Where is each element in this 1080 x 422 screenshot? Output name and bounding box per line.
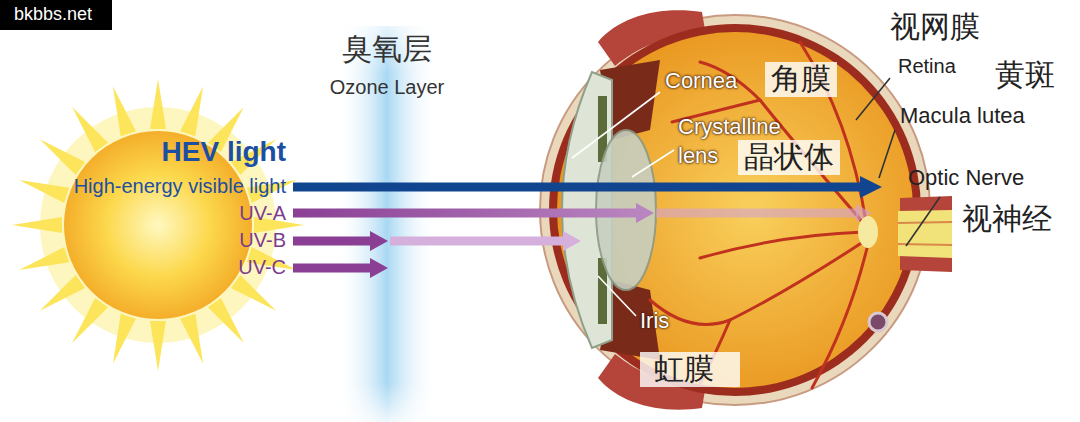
vessel bbox=[700, 232, 864, 258]
vessel bbox=[812, 244, 868, 388]
leader-line bbox=[598, 276, 636, 316]
sun-ray bbox=[180, 84, 211, 136]
uva-arrow-faded bbox=[656, 209, 858, 218]
light-label: UV-A bbox=[239, 202, 286, 225]
optic-nerve-shape bbox=[898, 210, 952, 258]
layer-name: Ozone Layer bbox=[330, 76, 445, 99]
sun-ray bbox=[231, 275, 281, 317]
light-label: UV-C bbox=[238, 256, 286, 279]
part-label: 黄斑 bbox=[995, 58, 1055, 93]
light-label: HEV light bbox=[162, 136, 286, 168]
uva-arrow bbox=[293, 209, 638, 218]
sun-ray bbox=[150, 79, 166, 129]
part-label: 虹膜 bbox=[640, 352, 740, 387]
optic-disc bbox=[858, 216, 878, 248]
nerve-stripe bbox=[898, 222, 952, 245]
uvb-arrow-faded bbox=[390, 237, 565, 246]
leader-lines bbox=[572, 92, 674, 316]
light-label: UV-B bbox=[239, 229, 286, 252]
leader-line bbox=[879, 130, 895, 178]
leader-line bbox=[572, 92, 660, 158]
sun-ray bbox=[105, 84, 136, 136]
part-label: 晶状体 bbox=[738, 140, 840, 175]
part-label: 视网膜 bbox=[890, 10, 980, 45]
sun-ray bbox=[66, 298, 108, 348]
part-label: Iris bbox=[640, 308, 669, 333]
arrowhead bbox=[856, 204, 872, 222]
vessel-section bbox=[869, 313, 887, 331]
sun-ray bbox=[180, 314, 211, 366]
vessel bbox=[650, 240, 866, 325]
arrowhead bbox=[370, 258, 388, 278]
sun-ray bbox=[208, 298, 250, 348]
sun-ray bbox=[35, 275, 85, 317]
sun-ray bbox=[105, 314, 136, 366]
uvc-arrow bbox=[293, 264, 372, 273]
arrowhead bbox=[563, 231, 581, 251]
uvb-arrow bbox=[293, 237, 372, 246]
sun-ray bbox=[150, 321, 166, 371]
blood-vessels bbox=[650, 42, 868, 388]
leader-line bbox=[856, 78, 890, 120]
part-label: Cornea bbox=[665, 68, 737, 93]
arrowhead bbox=[636, 203, 654, 223]
sun-ray bbox=[35, 133, 85, 175]
sun-ray bbox=[17, 247, 69, 278]
part-label: Optic Nerve bbox=[908, 165, 1024, 190]
sun-ray bbox=[66, 102, 108, 152]
sun-ray bbox=[17, 172, 69, 203]
watermark: bkbbs.net bbox=[0, 0, 112, 30]
sun-ray bbox=[12, 217, 62, 233]
leader-line bbox=[906, 197, 940, 246]
arrowhead bbox=[860, 176, 882, 198]
part-label: Macula lutea bbox=[900, 103, 1025, 128]
hev-arrow bbox=[293, 183, 862, 192]
layer-name: 臭氧层 bbox=[342, 32, 432, 67]
part-label: 角膜 bbox=[765, 62, 837, 97]
leader-line bbox=[632, 150, 674, 177]
arrowhead bbox=[370, 231, 388, 251]
part-label: Retina bbox=[898, 55, 956, 78]
light-label: High-energy visible light bbox=[74, 175, 286, 198]
part-label: 视神经 bbox=[962, 202, 1052, 237]
sun-rays bbox=[12, 79, 304, 371]
